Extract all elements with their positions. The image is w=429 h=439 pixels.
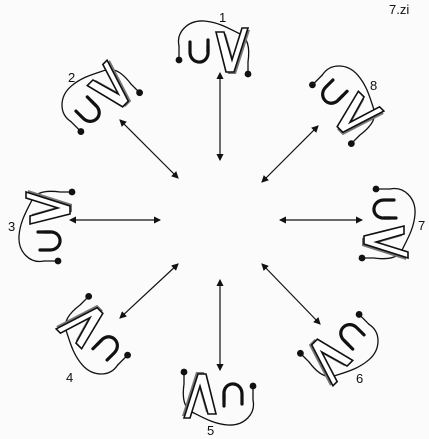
motif-5 bbox=[181, 369, 257, 425]
motif-1 bbox=[176, 21, 252, 77]
motif-label-3: 3 bbox=[8, 219, 15, 234]
motif-2 bbox=[51, 53, 145, 147]
motif-label-2: 2 bbox=[68, 70, 75, 85]
arrow-2 bbox=[120, 120, 178, 178]
motif-label-5: 5 bbox=[207, 423, 214, 438]
motif-7 bbox=[359, 186, 415, 262]
arrow-6 bbox=[262, 264, 320, 324]
corner-label: 7.zi bbox=[389, 2, 409, 17]
motif-4 bbox=[49, 292, 143, 386]
motif-label-4: 4 bbox=[66, 370, 73, 385]
motif-8 bbox=[298, 55, 392, 149]
arrow-4 bbox=[120, 264, 178, 318]
motif-3 bbox=[19, 189, 75, 265]
arrow-8 bbox=[262, 126, 318, 182]
motif-label-8: 8 bbox=[370, 78, 377, 93]
motif-label-6: 6 bbox=[356, 371, 363, 386]
motif-label-1: 1 bbox=[219, 10, 226, 25]
motif-label-7: 7 bbox=[418, 218, 425, 233]
